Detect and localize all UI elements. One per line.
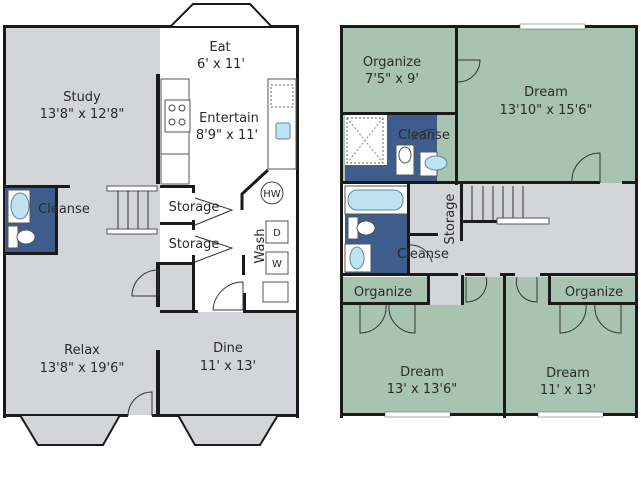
room-label-organize-right: Organize: [565, 285, 623, 300]
room-label-dine: Dine: [213, 341, 243, 356]
room-label-cleanse-master: Cleanse: [398, 128, 450, 143]
room-label-study: Study: [63, 90, 101, 105]
first-floor: Study 13'8" x 12'8" Eat 6' x 11' Enterta…: [3, 3, 299, 446]
room-label-storage-1: Storage: [169, 200, 220, 215]
room-label-storage-second: Storage: [443, 194, 458, 245]
room-dims-eat: 6' x 11': [197, 57, 245, 72]
room-label-cleanse-first: Cleanse: [38, 202, 90, 217]
appliance-washer: W: [272, 259, 282, 270]
room-dims-dream-master: 13'10" x 15'6": [500, 103, 593, 118]
closet-area: [160, 262, 193, 312]
room-label-organize-left: Organize: [354, 285, 412, 300]
room-dims-dream-left: 13' x 13'6": [387, 382, 457, 397]
appliance-dryer: D: [273, 228, 281, 239]
room-dims-study: 13'8" x 12'8": [40, 107, 125, 122]
room-dims-organize-master: 7'5" x 9': [365, 72, 419, 87]
appliance-water-heater: HW: [263, 189, 281, 200]
room-label-dream-left: Dream: [400, 365, 444, 380]
room-dims-dream-right: 11' x 13': [540, 383, 596, 398]
room-label-dream-master: Dream: [524, 85, 568, 100]
dine-area: [160, 312, 298, 415]
room-dims-relax: 13'8" x 19'6": [40, 361, 125, 376]
room-label-dream-right: Dream: [546, 366, 590, 381]
room-label-cleanse-hall: Cleanse: [397, 247, 449, 262]
room-label-wash: Wash: [253, 228, 268, 263]
room-label-eat: Eat: [209, 40, 230, 55]
room-dims-dine: 11' x 13': [200, 359, 256, 374]
room-label-entertain: Entertain: [199, 111, 259, 126]
room-label-relax: Relax: [64, 343, 100, 358]
second-floor: Organize 7'5" x 9' Dream 13'10" x 15'6" …: [340, 23, 638, 418]
room-label-storage-2: Storage: [169, 237, 220, 252]
room-label-organize-master: Organize: [363, 55, 421, 70]
room-dims-entertain: 8'9" x 11': [196, 128, 258, 143]
